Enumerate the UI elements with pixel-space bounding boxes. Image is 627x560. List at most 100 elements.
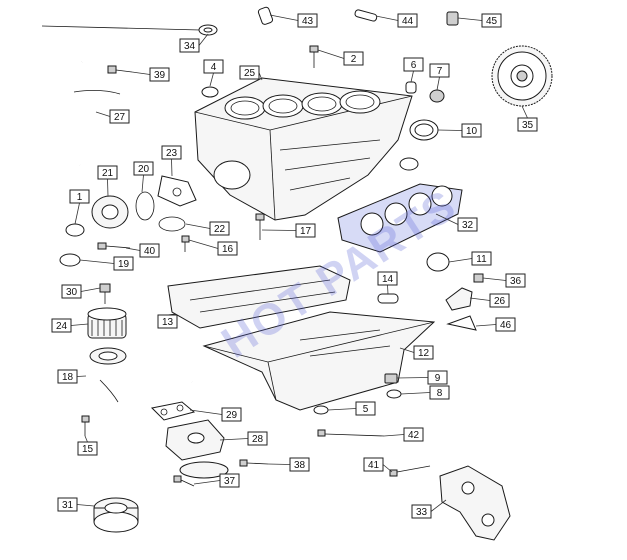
callout-leader <box>399 347 415 353</box>
callout-number: 43 <box>302 16 314 27</box>
callout-number: 35 <box>522 120 534 131</box>
callout-leader <box>79 259 115 264</box>
callout-box <box>489 293 510 308</box>
callout-number: 16 <box>222 244 234 255</box>
callout-28: 28 <box>219 431 268 446</box>
callout-leader <box>382 464 393 473</box>
callout-33: 33 <box>411 499 447 519</box>
bolt-39-icon <box>107 65 133 74</box>
callout-leader <box>482 277 507 281</box>
seal-14-icon <box>377 293 399 304</box>
callout-27: 27 <box>95 109 130 124</box>
callout-number: 46 <box>500 320 512 331</box>
callout-box <box>429 63 450 78</box>
callout-leader <box>107 178 109 197</box>
bolt-42-icon <box>317 429 385 437</box>
bolt-37-icon <box>173 475 195 487</box>
callout-number: 21 <box>102 168 114 179</box>
callout-number: 42 <box>408 430 420 441</box>
gasket-29-icon <box>150 401 196 421</box>
callout-leader <box>141 174 144 193</box>
callout-41: 41 <box>363 457 393 473</box>
washer-8-icon <box>386 389 402 399</box>
callout-number: 41 <box>368 460 380 471</box>
bearing-7-icon <box>429 89 445 103</box>
callout-number: 27 <box>114 112 126 123</box>
callout-box <box>397 13 418 28</box>
bracket-26-icon <box>445 287 473 311</box>
o-ring-22-icon <box>158 216 186 232</box>
callout-leader <box>95 111 111 117</box>
oil-pump-icon <box>91 195 129 229</box>
engine-mount-icon <box>439 465 511 541</box>
callout-box <box>179 38 200 53</box>
callout-leader <box>327 408 357 411</box>
callout-leader <box>74 202 80 225</box>
callout-leader <box>209 72 214 87</box>
callout-leader <box>269 14 299 21</box>
callout-number: 31 <box>62 500 74 511</box>
callout-45: 45 <box>457 13 502 28</box>
callout-40: 40 <box>125 243 160 258</box>
bolt-38-icon <box>239 459 269 467</box>
bolt-15-icon <box>81 415 90 436</box>
callout-34: 34 <box>179 33 209 53</box>
callout-6: 6 <box>403 57 424 83</box>
callout-1: 1 <box>69 189 90 225</box>
flywheel-icon <box>491 45 553 107</box>
callout-box <box>413 345 434 360</box>
callout-9: 9 <box>396 370 448 385</box>
callout-number: 13 <box>162 317 174 328</box>
callout-43: 43 <box>269 13 318 28</box>
callout-box <box>363 457 384 472</box>
callout-17: 17 <box>261 223 316 238</box>
callout-13: 13 <box>157 313 178 329</box>
callout-box <box>203 59 224 74</box>
callout-23: 23 <box>161 145 182 177</box>
callout-box <box>209 221 230 236</box>
callout-leader <box>437 129 463 131</box>
callout-box <box>109 109 130 124</box>
sensor-30-icon <box>99 283 111 304</box>
callout-number: 2 <box>351 54 357 65</box>
callout-leader <box>76 375 87 377</box>
bolt-40-icon <box>97 242 131 250</box>
callout-14: 14 <box>377 271 398 295</box>
callout-leader <box>131 71 151 75</box>
callout-36: 36 <box>482 273 526 288</box>
callout-leader <box>80 287 101 292</box>
callout-box <box>481 13 502 28</box>
callout-leader <box>469 297 491 301</box>
callout-box <box>97 165 118 180</box>
callout-number: 17 <box>300 226 312 237</box>
callout-11: 11 <box>448 251 492 266</box>
plug-45-icon <box>446 11 459 26</box>
callout-leader <box>125 247 141 251</box>
callout-number: 7 <box>437 66 443 77</box>
gasket-23-icon <box>157 175 197 207</box>
callout-box <box>69 189 90 204</box>
callout-box <box>297 13 318 28</box>
callout-number: 38 <box>294 460 306 471</box>
callout-box <box>221 407 242 422</box>
dipstick-tube-icon <box>68 61 121 166</box>
callout-leader <box>521 105 528 119</box>
callout-12: 12 <box>399 345 434 360</box>
callout-box <box>51 318 72 333</box>
strainer-icon <box>179 461 229 479</box>
callout-box <box>403 57 424 72</box>
callout-26: 26 <box>469 293 510 308</box>
callout-42: 42 <box>383 427 424 442</box>
callout-box <box>149 67 170 82</box>
callout-number: 6 <box>411 60 417 71</box>
callout-39: 39 <box>131 67 170 82</box>
callout-number: 10 <box>466 126 478 137</box>
drain-plug-icon <box>384 373 398 384</box>
callout-box <box>411 504 432 519</box>
callout-leader <box>448 258 473 263</box>
callout-layer: 1245678910111213141516171819202122232425… <box>51 13 538 519</box>
callout-leader <box>171 158 173 177</box>
callout-box <box>133 161 154 176</box>
callout-box <box>113 256 134 271</box>
engine-block-icon <box>194 77 413 221</box>
